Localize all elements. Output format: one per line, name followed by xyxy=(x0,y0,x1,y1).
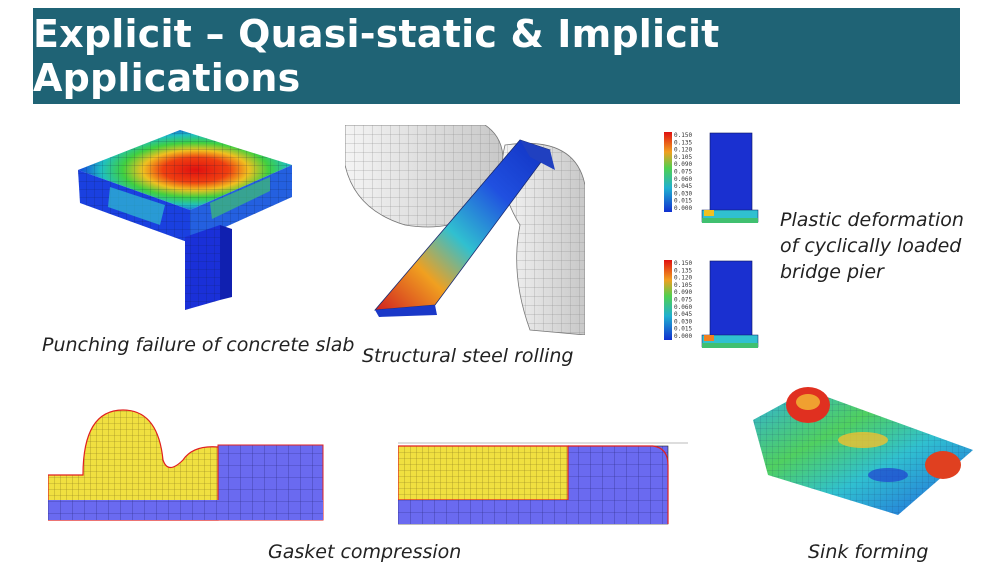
legend-value: 0.060 xyxy=(674,176,692,183)
legend-value: 0.075 xyxy=(674,297,692,304)
legend-value: 0.120 xyxy=(674,147,692,154)
legend-value: 0.030 xyxy=(674,190,692,197)
legend-value: 0.105 xyxy=(674,282,692,289)
sink-caption: Sink forming xyxy=(808,541,929,563)
legend-value: 0.135 xyxy=(674,139,692,146)
legend-value: 0.060 xyxy=(674,304,692,311)
pier-caption-line-2: of cyclically loaded xyxy=(780,235,962,257)
legend-value: 0.000 xyxy=(674,205,692,212)
slab-caption: Punching failure of concrete slab xyxy=(42,334,355,356)
legend-value: 0.000 xyxy=(674,333,692,340)
legend-value: 0.045 xyxy=(674,311,692,318)
gasket-figure-left xyxy=(48,409,324,521)
pier-caption: Plastic deformation of cyclically loaded… xyxy=(780,207,980,285)
legend-value: 0.120 xyxy=(674,275,692,282)
sink-forming-figure xyxy=(753,387,973,515)
legend-value: 0.030 xyxy=(674,318,692,325)
legend-value: 0.015 xyxy=(674,198,692,205)
legend-value: 0.090 xyxy=(674,161,692,168)
legend-value: 0.135 xyxy=(674,267,692,274)
legend-value: 0.075 xyxy=(674,169,692,176)
bridge-pier-plot-1: 0.1500.1350.1200.1050.0900.0750.0600.045… xyxy=(664,132,759,223)
concrete-slab-figure xyxy=(78,130,292,310)
legend-value: 0.150 xyxy=(674,260,692,267)
pier-caption-line-1: Plastic deformation xyxy=(780,209,964,231)
title-banner: Explicit – Quasi-static & Implicit Appli… xyxy=(33,8,960,104)
legend-value: 0.045 xyxy=(674,183,692,190)
pier-caption-line-3: bridge pier xyxy=(780,261,884,283)
bridge-pier-plot-2: 0.1500.1350.1200.1050.0900.0750.0600.045… xyxy=(664,260,759,348)
pier-legend-1 xyxy=(664,132,672,212)
legend-value: 0.150 xyxy=(674,132,692,139)
rolling-caption: Structural steel rolling xyxy=(362,345,574,367)
steel-rolling-figure xyxy=(345,125,585,335)
gasket-caption: Gasket compression xyxy=(268,541,462,563)
legend-value: 0.090 xyxy=(674,289,692,296)
slide-title: Explicit – Quasi-static & Implicit Appli… xyxy=(33,12,720,100)
legend-value: 0.015 xyxy=(674,326,692,333)
legend-value: 0.105 xyxy=(674,154,692,161)
gasket-figure-right xyxy=(398,442,688,525)
